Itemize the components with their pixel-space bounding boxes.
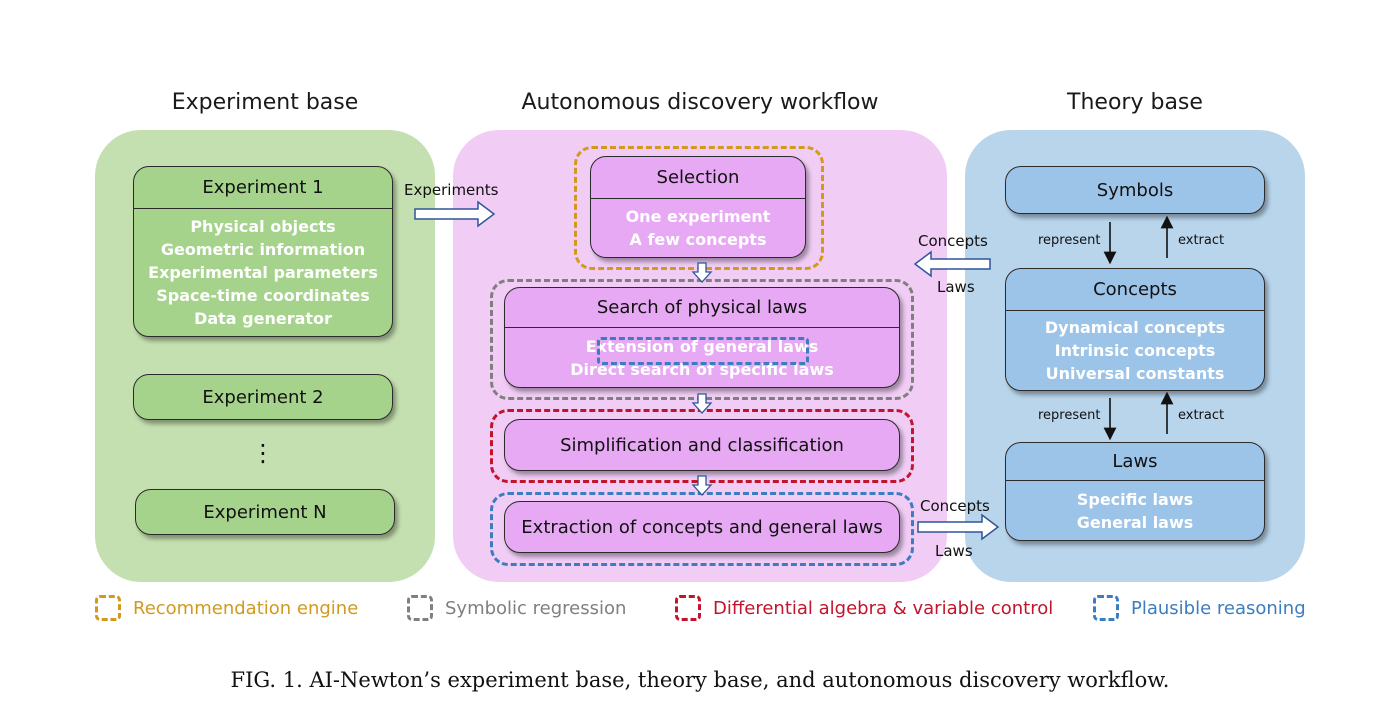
legend-label: Differential algebra & variable control [713, 597, 1054, 619]
experiments-arrow [414, 200, 496, 228]
concepts-title: Concepts [1006, 269, 1264, 311]
legend-swatch-orange [95, 595, 121, 621]
laws-title: Laws [1006, 443, 1264, 481]
experiment-n-box: Experiment N [135, 489, 395, 535]
experiment-1-title: Experiment 1 [134, 167, 392, 209]
legend-swatch-blue [1093, 595, 1119, 621]
extract-label-upper: extract [1178, 233, 1225, 248]
down-arrow-2 [691, 393, 713, 414]
down-arrow-1 [691, 262, 713, 283]
selection-box: Selection One experiment A few concepts [590, 156, 806, 258]
laws-item: General laws [1076, 512, 1194, 532]
concepts-item: Intrinsic concepts [1054, 341, 1216, 360]
experiment-2-title: Experiment 2 [202, 386, 324, 408]
legend-label: Symbolic regression [445, 597, 627, 619]
workflow-title: Autonomous discovery workflow [521, 90, 879, 115]
symbols-box: Symbols [1005, 166, 1265, 214]
concepts-item: Universal constants [1045, 364, 1225, 383]
extract-label-lower: extract [1178, 408, 1225, 423]
laws-connector-label-upper: Laws [937, 278, 975, 296]
experiment-n-title: Experiment N [203, 501, 327, 523]
simplification-box: Simplification and classification [504, 419, 900, 471]
workflow-to-theory-arrow [917, 513, 1000, 541]
laws-box: Laws Specific laws General laws [1005, 442, 1265, 541]
selection-item: A few concepts [629, 230, 767, 249]
extraction-box: Extraction of concepts and general laws [504, 501, 900, 553]
selection-items: One experiment A few concepts [591, 199, 805, 257]
selection-item: One experiment [625, 207, 771, 226]
concepts-item: Dynamical concepts [1044, 318, 1226, 337]
figure-caption: FIG. 1. AI-Newton’s experiment base, the… [230, 668, 1170, 692]
search-laws-title: Search of physical laws [505, 288, 899, 328]
experiment-1-box: Experiment 1 Physical objects Geometric … [133, 166, 393, 337]
legend-recommendation-engine: Recommendation engine [95, 595, 358, 621]
experiment-1-item: Data generator [194, 309, 332, 328]
concepts-connector-label-lower: Concepts [920, 497, 990, 515]
legend-plausible-reasoning: Plausible reasoning [1093, 595, 1306, 621]
represent-label-upper: represent [1038, 233, 1101, 248]
search-laws-item: Extension of general laws [585, 336, 819, 356]
legend-label: Recommendation engine [133, 597, 359, 619]
experiment-1-item: Experimental parameters [148, 263, 378, 282]
theory-base-title: Theory base [1067, 90, 1203, 115]
concepts-box: Concepts Dynamical concepts Intrinsic co… [1005, 268, 1265, 391]
legend-symbolic-regression: Symbolic regression [407, 595, 626, 621]
laws-connector-label-lower: Laws [935, 542, 973, 560]
selection-title: Selection [591, 157, 805, 199]
extension-general-laws-highlight [597, 337, 809, 365]
extraction-title: Extraction of concepts and general laws [521, 516, 883, 538]
experiment-base-title: Experiment base [171, 90, 359, 115]
theory-to-workflow-arrow [913, 250, 991, 278]
experiment-1-item: Physical objects [190, 217, 336, 236]
legend-swatch-gray [407, 595, 433, 621]
concepts-items: Dynamical concepts Intrinsic concepts Un… [1006, 311, 1264, 390]
experiment-2-box: Experiment 2 [133, 374, 393, 420]
experiment-1-items: Physical objects Geometric information E… [134, 209, 392, 336]
represent-label-lower: represent [1038, 408, 1101, 423]
concepts-connector-label-upper: Concepts [918, 232, 988, 250]
legend-swatch-red [675, 595, 701, 621]
experiment-1-item: Geometric information [160, 240, 366, 259]
down-arrow-3 [691, 475, 713, 496]
simplification-title: Simplification and classification [560, 434, 844, 456]
legend-label: Plausible reasoning [1131, 597, 1306, 619]
laws-item: Specific laws [1076, 489, 1194, 509]
symbols-title: Symbols [1096, 179, 1174, 201]
experiment-1-item: Space-time coordinates [156, 286, 370, 305]
legend-differential-algebra: Differential algebra & variable control [675, 595, 1053, 621]
laws-items: Specific laws General laws [1006, 481, 1264, 540]
experiments-connector-label: Experiments [404, 181, 499, 199]
